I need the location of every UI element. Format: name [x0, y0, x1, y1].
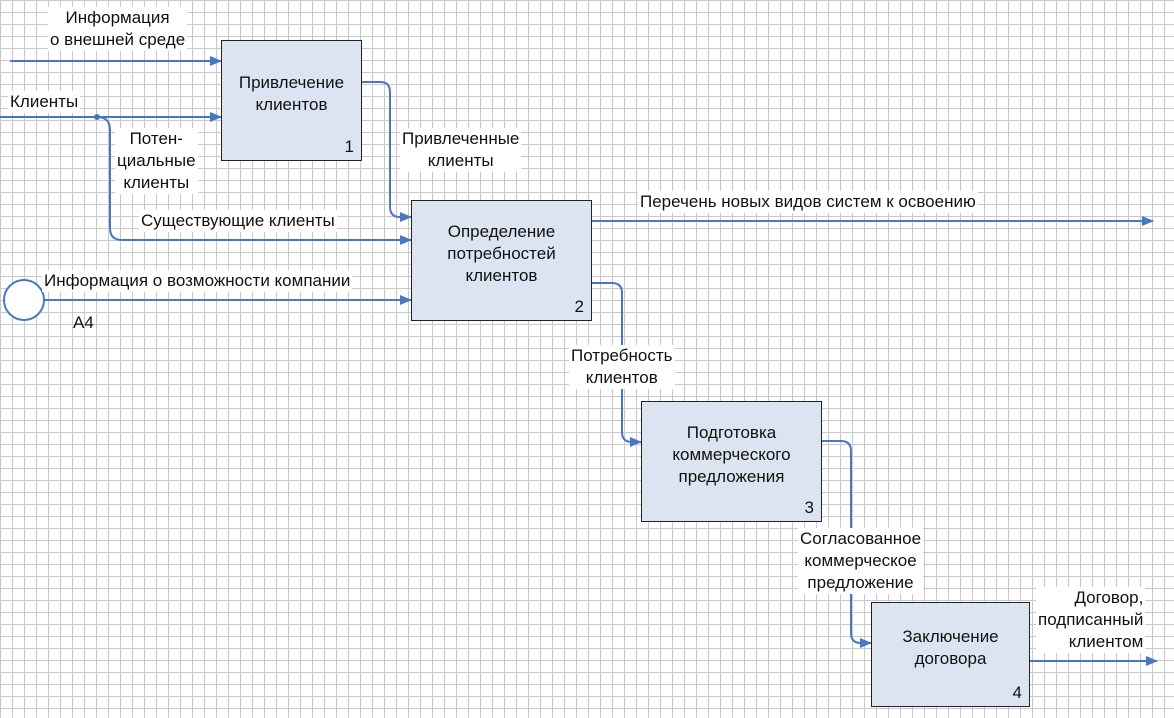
- label-existing-clients: Существующие клиенты: [139, 210, 337, 232]
- box-attract-clients-title: Привлечение клиентов: [238, 72, 345, 114]
- box-sign-contract-title: Заключение договора: [902, 626, 999, 668]
- box-define-needs[interactable]: Определение потребностей клиентов 2: [411, 200, 592, 321]
- label-client-needs: Потребность клиентов: [569, 345, 675, 389]
- label-new-systems-list: Перечень новых видов систем к освоению: [638, 191, 978, 213]
- label-info-external: Информация о внешней среде: [48, 7, 188, 51]
- box-sign-contract[interactable]: Заключение договора 4: [871, 602, 1030, 707]
- junction-dot: [94, 114, 100, 120]
- label-attracted-clients: Привлеченные клиенты: [400, 128, 522, 172]
- box-define-needs-title: Определение потребностей клиентов: [447, 221, 556, 285]
- box-prepare-offer-title: Подготовка коммерческого предложения: [672, 422, 791, 486]
- box-prepare-offer-number: 3: [804, 498, 814, 517]
- label-potential-clients: Потен- циальные клиенты: [115, 128, 198, 194]
- label-company-info: Информация о возможности компании: [42, 270, 353, 292]
- label-agreed-offer: Согласованное коммерческое предложение: [798, 528, 924, 594]
- box-sign-contract-number: 4: [1012, 683, 1022, 702]
- box-prepare-offer[interactable]: Подготовка коммерческого предложения 3: [641, 401, 822, 522]
- box-define-needs-number: 2: [574, 297, 584, 316]
- label-clients: Клиенты: [8, 91, 81, 113]
- reference-circle: [3, 279, 45, 321]
- reference-label: A4: [73, 313, 94, 332]
- label-signed-contract: Договор, подписанный клиентом: [1036, 587, 1146, 653]
- box-attract-clients-number: 1: [344, 137, 354, 156]
- arrow-attracted-clients[interactable]: [362, 81, 412, 222]
- arrow-potential-clients[interactable]: [96, 116, 412, 245]
- box-attract-clients[interactable]: Привлечение клиентов 1: [221, 40, 362, 161]
